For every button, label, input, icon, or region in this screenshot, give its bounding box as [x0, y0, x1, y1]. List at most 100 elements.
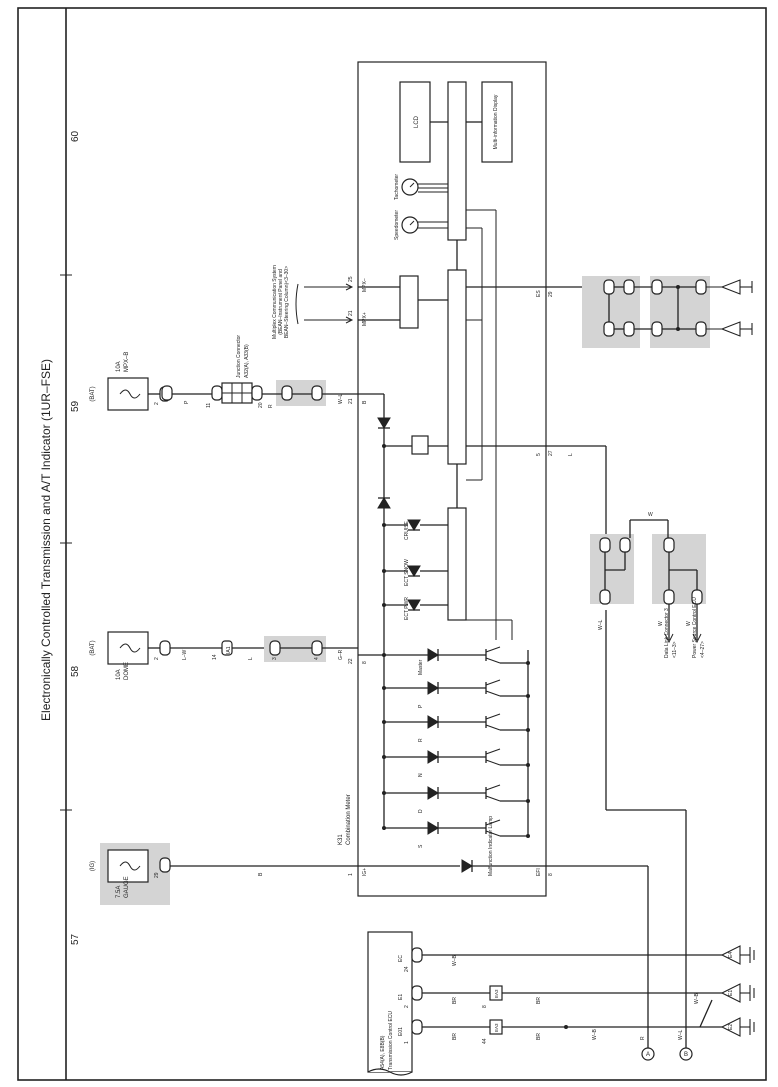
fuse-dome: [107, 631, 149, 665]
svg-text:1: 1: [348, 873, 354, 876]
meter-regulator: [411, 435, 429, 455]
meter-indicator-driver: [447, 507, 467, 621]
malfunction-indicator-lamp: [461, 859, 473, 873]
meter-cpu-block: [447, 81, 467, 241]
mpx-interface: [399, 275, 419, 329]
svg-text:(BAT): (BAT): [90, 640, 96, 655]
svg-text:21: 21: [348, 398, 354, 404]
svg-text:2: 2: [154, 657, 160, 660]
position-lamp-d: [427, 786, 439, 800]
svg-text:A32(A), A33(B): A32(A), A33(B): [244, 344, 250, 378]
data-link-connector-3: Data Link Connector 3: [664, 608, 670, 658]
svg-text:44: 44: [482, 1038, 488, 1044]
svg-text:A54(A), E8B(B): A54(A), E8B(B): [380, 1035, 386, 1070]
meter-main-block: [447, 269, 467, 465]
svg-text:10A: 10A: [116, 669, 122, 680]
svg-text:GAUGE: GAUGE: [124, 876, 130, 898]
position-lamp-n: [427, 750, 439, 764]
svg-text:W–B: W–B: [694, 993, 700, 1005]
svg-text:E2: E2: [728, 1024, 734, 1030]
svg-text:W: W: [658, 621, 664, 626]
svg-text:<11–3>: <11–3>: [672, 641, 678, 658]
svg-text:E1: E1: [398, 994, 404, 1000]
svg-text:EFI: EFI: [536, 868, 542, 876]
svg-text:LCD: LCD: [414, 115, 420, 128]
diode-1: [377, 417, 391, 429]
svg-text:8: 8: [482, 1005, 488, 1008]
position-lamp-label: Master: [418, 659, 424, 675]
indicator-cruise: CRUISE: [404, 520, 410, 540]
svg-text:(BEAN–Instrument Panel and: (BEAN–Instrument Panel and: [278, 269, 284, 335]
svg-text:B: B: [258, 872, 264, 876]
svg-text:BR: BR: [452, 1033, 458, 1040]
lcd-block: [399, 81, 431, 163]
position-lamp-label: D: [418, 809, 424, 813]
svg-text:W–B: W–B: [592, 1029, 598, 1041]
svg-text:10A: 10A: [116, 361, 122, 372]
svg-text:24: 24: [404, 966, 410, 972]
multi-information-display: [481, 81, 513, 163]
svg-text:W–L: W–L: [338, 394, 344, 405]
svg-text:ES: ES: [536, 290, 542, 297]
indicator-ect-snow: ECT SNOW: [404, 559, 410, 586]
position-lamp-r: [427, 715, 439, 729]
svg-text:E01: E01: [398, 1027, 404, 1036]
position-lamp-label: P: [418, 704, 424, 708]
svg-text:K31: K31: [338, 834, 344, 845]
svg-text:Malfunction Indicator Lamp: Malfunction Indicator Lamp: [488, 816, 494, 876]
svg-text:MPX–B: MPX–B: [124, 352, 130, 372]
svg-text:BR: BR: [452, 997, 458, 1004]
svg-text:A: A: [646, 1052, 650, 1058]
svg-text:MPX–: MPX–: [362, 278, 368, 292]
svg-text:Tachometer: Tachometer: [394, 174, 400, 200]
page-number-60: 60: [70, 130, 81, 142]
svg-text:Multiplex Communication System: Multiplex Communication System: [272, 265, 278, 339]
svg-text:Multi-information Display: Multi-information Display: [493, 94, 499, 149]
svg-text:W–L: W–L: [598, 620, 604, 631]
position-lamp-label: N: [418, 773, 424, 777]
svg-text:(BAT): (BAT): [90, 386, 96, 401]
svg-text:W: W: [648, 512, 653, 518]
position-lamp-master: [427, 648, 439, 662]
svg-text:Junction Connector: Junction Connector: [236, 335, 242, 378]
position-lamp-p: [427, 681, 439, 695]
svg-text:3: 3: [272, 657, 278, 660]
diagram-frame: [17, 7, 767, 1081]
position-lamp-label: R: [418, 738, 424, 742]
svg-text:P: P: [184, 400, 190, 404]
svg-text:1: 1: [404, 1041, 410, 1044]
indicator-leds: [407, 519, 421, 611]
connector-gauge: [159, 857, 171, 873]
page-number-58: 58: [70, 665, 81, 677]
svg-text:MPX+: MPX+: [362, 312, 368, 326]
off-page-connector-a: [641, 1047, 655, 1061]
svg-text:29: 29: [154, 872, 160, 878]
svg-text:G–R: G–R: [338, 649, 344, 660]
svg-text:B: B: [362, 400, 368, 404]
svg-text:DOME: DOME: [124, 662, 130, 680]
page-number-59: 59: [70, 400, 81, 412]
svg-text:2: 2: [404, 1005, 410, 1008]
svg-text:4: 4: [314, 657, 320, 660]
svg-text:BEAN–Steering Column)<3–30>: BEAN–Steering Column)<3–30>: [284, 266, 290, 338]
svg-text:22: 22: [348, 658, 354, 664]
svg-text:27: 27: [548, 450, 554, 456]
svg-text:R: R: [268, 404, 274, 408]
svg-text:L–W: L–W: [182, 649, 188, 660]
svg-text:IG+: IG+: [362, 868, 368, 876]
fuse-mpx-b: [107, 377, 149, 411]
svg-text:8: 8: [362, 661, 368, 664]
svg-text:EA3: EA3: [494, 989, 499, 998]
svg-text:E1: E1: [728, 990, 734, 996]
svg-text:29: 29: [548, 291, 554, 297]
svg-text:E4: E4: [728, 952, 734, 958]
svg-text:Combination Meter: Combination Meter: [346, 794, 352, 845]
svg-text:Transmission Control ECU: Transmission Control ECU: [388, 1011, 394, 1070]
svg-text:2: 2: [154, 402, 160, 405]
svg-text:BR: BR: [536, 997, 542, 1004]
svg-text:7.5A: 7.5A: [116, 886, 122, 898]
indicator-ect-pwr: ECT PWR: [404, 597, 410, 620]
svg-text:20: 20: [258, 402, 264, 408]
svg-text:W–L: W–L: [678, 1030, 684, 1041]
